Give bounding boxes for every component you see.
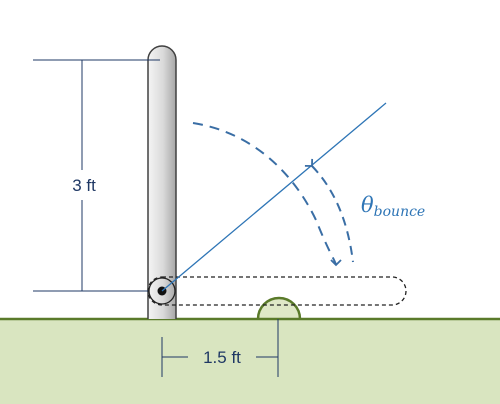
theta-symbol: θ — [361, 193, 374, 217]
pivot-ring — [148, 277, 176, 305]
height-dim-label: 3 ft — [72, 176, 96, 195]
bounce-ray — [161, 102, 387, 292]
ground — [0, 319, 500, 404]
upright-bar — [147, 45, 177, 319]
theta-arc — [304, 158, 354, 263]
fallen-bar-outline — [147, 276, 407, 306]
width-dim-label: 1.5 ft — [203, 348, 241, 367]
theta-label: θbounce — [361, 193, 425, 220]
ground-bump — [256, 296, 302, 320]
theta-subscript: bounce — [374, 204, 426, 220]
rotation-arc — [192, 122, 342, 267]
